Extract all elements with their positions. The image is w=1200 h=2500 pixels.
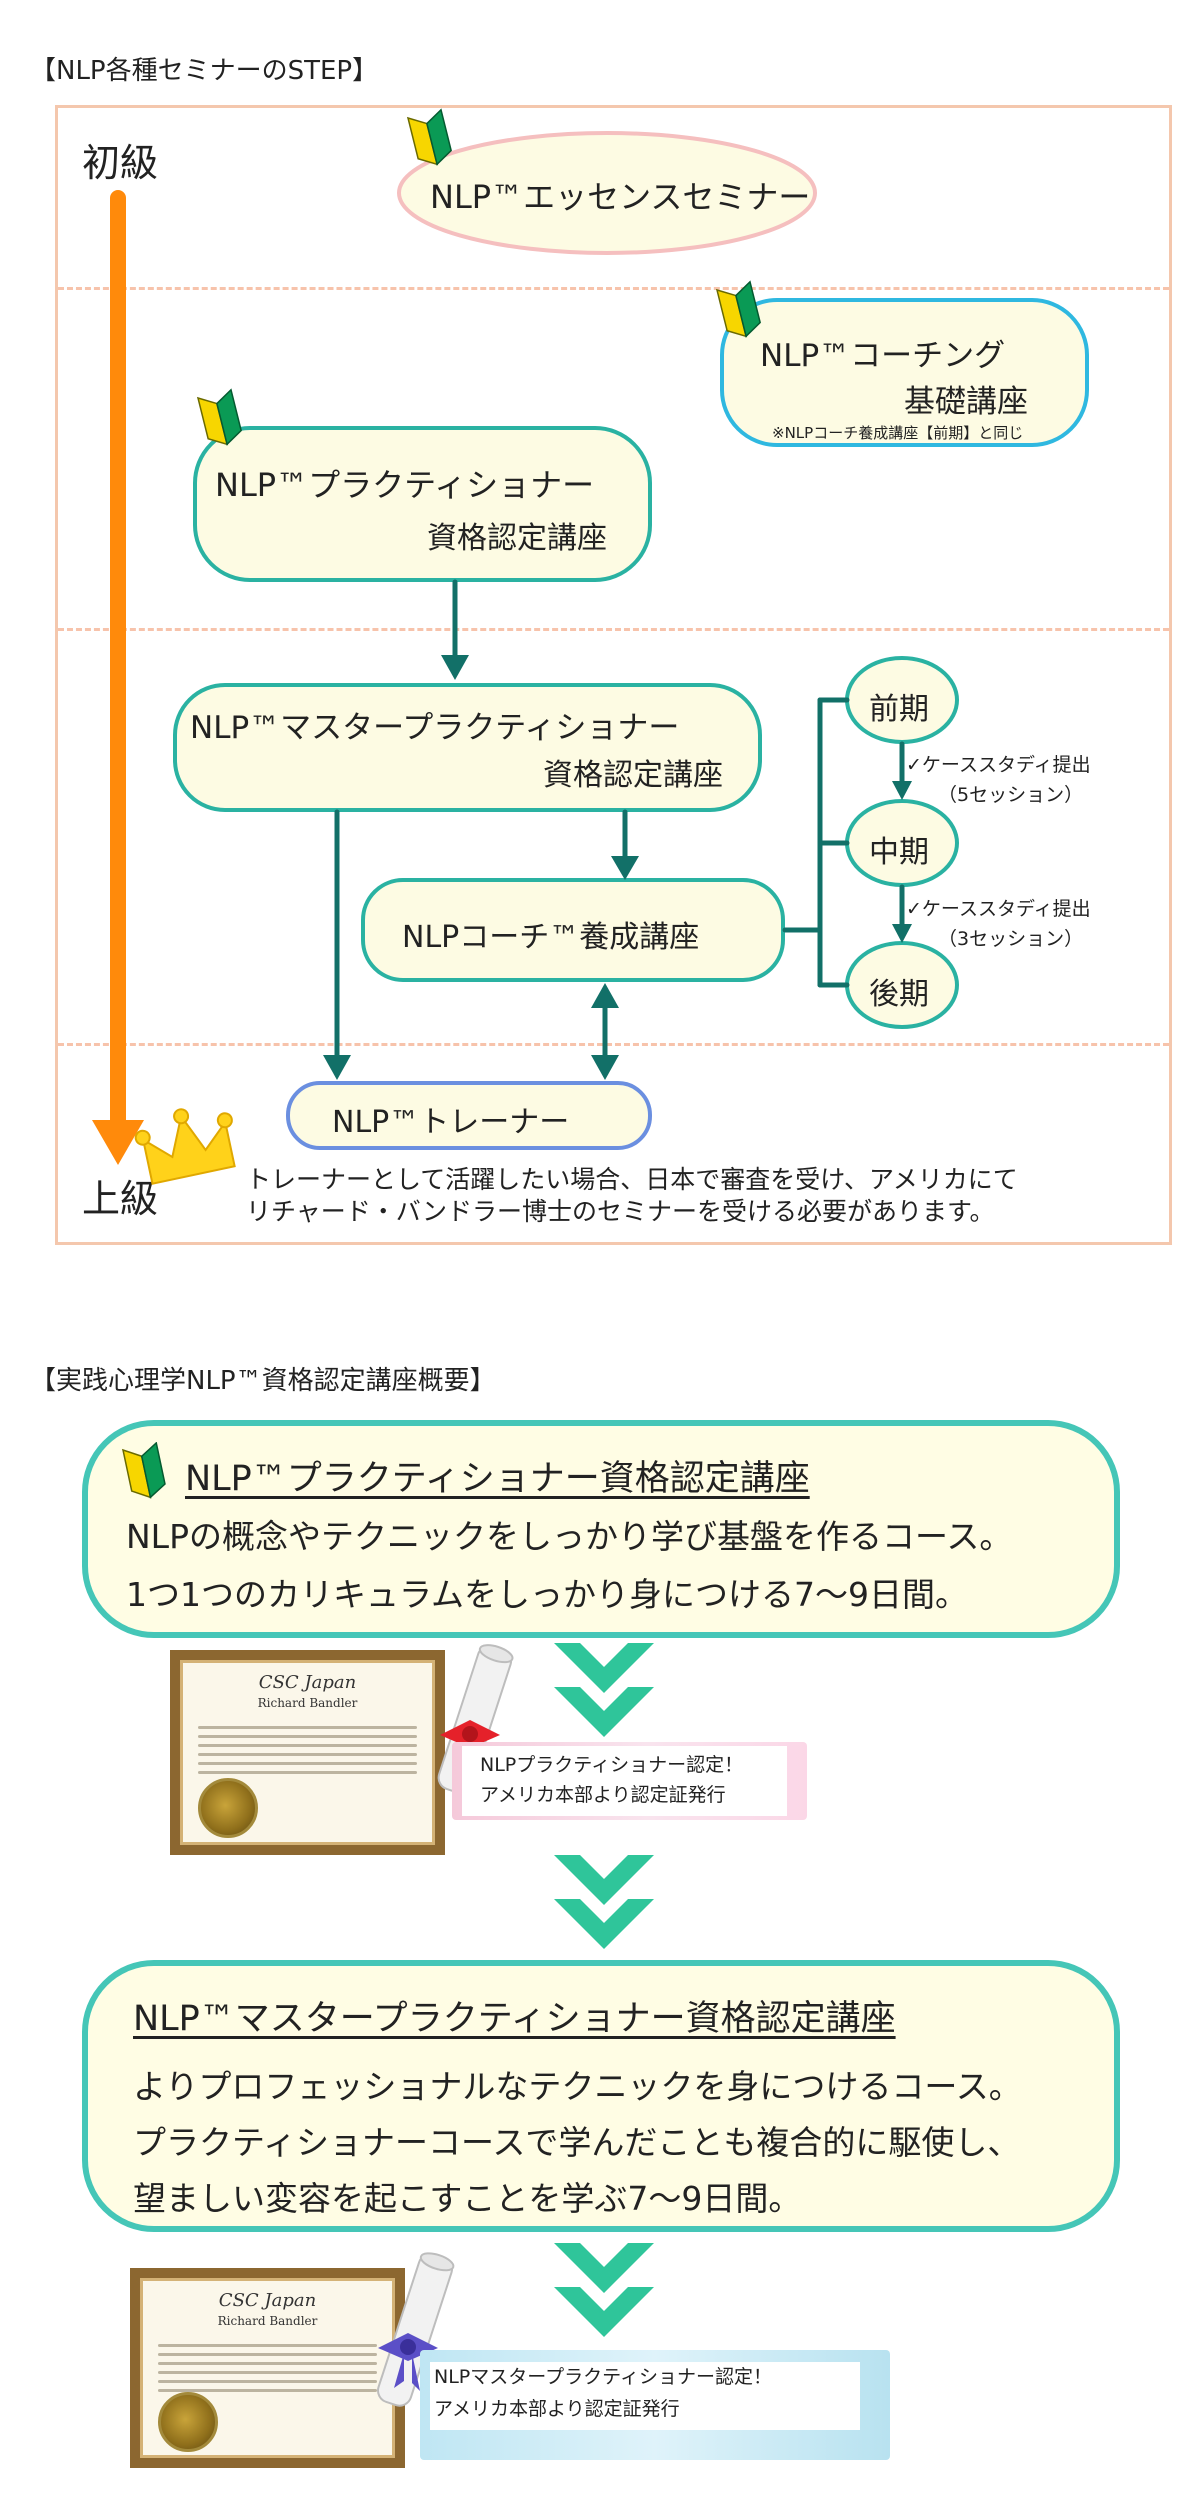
level-start-label: 初級 xyxy=(82,141,159,185)
step-diagram xyxy=(92,108,1089,1185)
practitioner-course-desc-2: 1つ1つのカリキュラムをしっかり身につける7〜9日間。 xyxy=(126,1575,968,1614)
essence-node xyxy=(397,131,817,255)
practitioner-cert-line1: NLPプラクティショナー認定！ xyxy=(480,1754,744,1776)
master-cert-line1: NLPマスタープラクティショナー認定！ xyxy=(434,2366,772,2388)
level-divider-2 xyxy=(58,628,1169,631)
master-node xyxy=(173,683,762,812)
practitioner-node xyxy=(193,426,652,582)
master-course-card: NLP™マスタープラクティショナー資格認定講座 よりプロフェッショナルなテクニッ… xyxy=(82,1960,1120,2232)
chevron-down-icon xyxy=(554,1855,654,1949)
level-progress-arrow xyxy=(92,190,144,1165)
master-course-title: NLP™マスタープラクティショナー資格認定講座 xyxy=(133,1999,896,2039)
case-study-2-label: ✓ケーススタディ提出 xyxy=(906,898,1091,920)
level-end-label: 上級 xyxy=(82,1177,159,1221)
case-study-1-sessions: （5セッション） xyxy=(938,784,1084,806)
practitioner-course-title: NLP™プラクティショナー資格認定講座 xyxy=(185,1459,810,1499)
practitioner-label-2: 資格認定講座 xyxy=(427,521,607,556)
crown-icon xyxy=(134,1108,236,1185)
ribbon-icon xyxy=(377,2252,455,2407)
chuki-label: 中期 xyxy=(869,835,929,870)
practitioner-cert-line2: アメリカ本部より認定証発行 xyxy=(480,1784,726,1806)
beginner-mark-icon xyxy=(406,108,452,166)
chevron-down-icon xyxy=(554,1643,654,1737)
practitioner-cert-badge: NLPプラクティショナー認定！ アメリカ本部より認定証発行 xyxy=(452,1742,807,1820)
certificate-org: CSC Japan xyxy=(258,1672,357,1693)
chevron-down-icon xyxy=(554,2243,654,2337)
step-frame xyxy=(55,105,1172,1245)
beginner-mark-icon xyxy=(121,1442,166,1499)
step-section-title: 【NLP各種セミナーのSTEP】 xyxy=(30,56,379,86)
essence-label: NLP™エッセンスセミナー xyxy=(430,178,811,216)
master-label-1: NLP™マスタープラクティショナー xyxy=(190,710,680,746)
certificate-org: CSC Japan xyxy=(218,2290,317,2311)
coach-label: NLPコーチ™養成講座 xyxy=(402,920,700,955)
trainer-note-1: トレーナーとして活躍したい場合、日本で審査を受け、アメリカにて xyxy=(246,1165,1018,1194)
trainer-label: NLP™トレーナー xyxy=(332,1105,570,1140)
master-course-desc-3: 望ましい変容を起こすことを学ぶ7〜9日間。 xyxy=(133,2179,802,2218)
master-course-desc-1: よりプロフェッショナルなテクニックを身につけるコース。 xyxy=(133,2067,1022,2106)
coaching-note: ※NLPコーチ養成講座【前期】と同じ xyxy=(772,424,1024,442)
certificate-seal xyxy=(158,2392,218,2452)
practitioner-label-1: NLP™プラクティショナー xyxy=(215,466,595,504)
master-label-2: 資格認定講座 xyxy=(543,758,723,793)
coaching-label-2: 基礎講座 xyxy=(904,384,1028,420)
trainer-node xyxy=(286,1081,652,1150)
practitioner-certificate-image: CSC Japan Richard Bandler xyxy=(170,1650,445,1855)
beginner-mark-icon xyxy=(715,280,761,338)
case-study-1-label: ✓ケーススタディ提出 xyxy=(906,754,1091,776)
practitioner-course-card: NLP™プラクティショナー資格認定講座 NLPの概念やテクニックをしっかり学び基… xyxy=(82,1420,1120,1638)
coaching-node xyxy=(720,298,1089,447)
level-divider-3 xyxy=(58,1043,1169,1046)
certificate-signer: Richard Bandler xyxy=(257,1696,358,1710)
master-cert-line2: アメリカ本部より認定証発行 xyxy=(434,2398,680,2420)
case-study-2-sessions: （3セッション） xyxy=(938,928,1084,950)
practitioner-course-desc-1: NLPの概念やテクニックをしっかり学び基盤を作るコース。 xyxy=(126,1517,1013,1556)
certificate-signer: Richard Bandler xyxy=(217,2314,318,2328)
trainer-note-2: リチャード・バンドラー博士のセミナーを受ける必要があります。 xyxy=(246,1197,995,1226)
overview-section-title: 【実践心理学NLP™資格認定講座概要】 xyxy=(30,1366,496,1396)
zenki-label: 前期 xyxy=(869,692,929,727)
master-cert-badge: NLPマスタープラクティショナー認定！ アメリカ本部より認定証発行 xyxy=(420,2350,890,2460)
master-certificate-image: CSC Japan Richard Bandler xyxy=(130,2268,405,2468)
coaching-label-1: NLP™コーチング xyxy=(760,338,1006,374)
master-course-desc-2: プラクティショナーコースで学んだことも複合的に駆使し、 xyxy=(133,2123,1021,2162)
level-divider-1 xyxy=(58,287,1169,290)
certificate-seal xyxy=(198,1778,258,1838)
kouki-label: 後期 xyxy=(869,977,929,1012)
beginner-mark-icon xyxy=(196,388,242,446)
